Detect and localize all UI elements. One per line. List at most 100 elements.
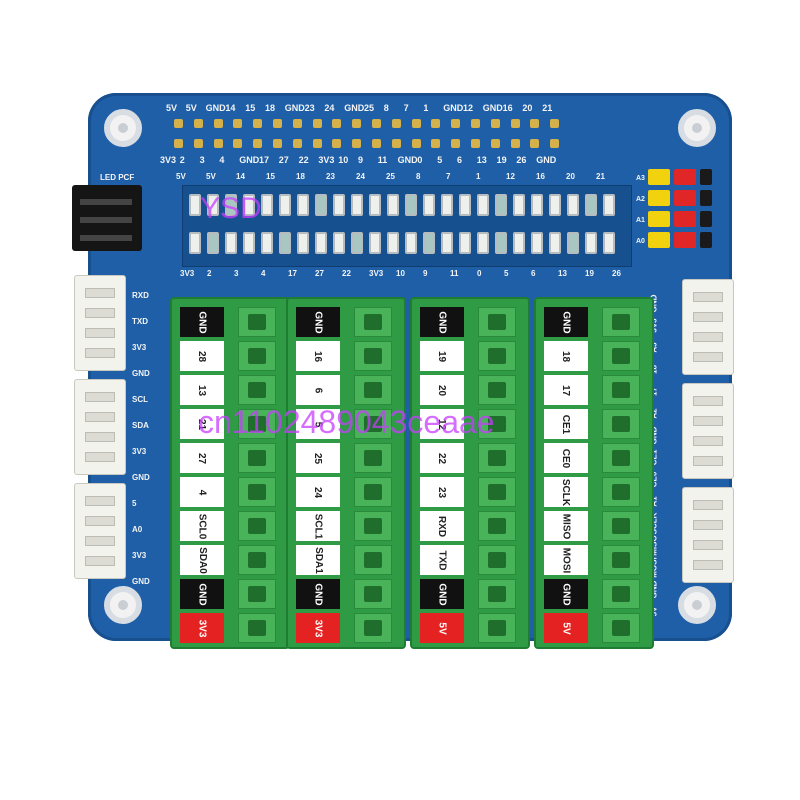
led-bottom-label: 17: [288, 269, 297, 278]
terminal-label-text: 18: [560, 350, 572, 362]
gpio-bottom-label: 5: [437, 155, 443, 165]
right-header-label: A2: [636, 196, 645, 203]
led-top-label: 21: [596, 172, 605, 181]
terminal-label: GND: [420, 579, 464, 609]
terminal-label-text: RXD: [436, 515, 448, 537]
terminal-label-text: GND: [312, 310, 324, 334]
gpio-top-label: 18: [265, 103, 276, 113]
led-top-label: 8: [416, 172, 421, 181]
led: [423, 194, 435, 216]
gpio-pin: [550, 119, 560, 128]
led: [477, 194, 489, 216]
terminal-label-text: 19: [436, 350, 448, 362]
gpio-top-label: 12: [463, 103, 474, 113]
jst-connector-analog: [74, 483, 126, 579]
gpio-bottom-label: 6: [457, 155, 463, 165]
terminal-screw: [354, 477, 392, 507]
gpio-bottom-label: 3V3: [160, 155, 177, 165]
terminal-label-text: TXD: [436, 550, 448, 570]
gpio-pin: [391, 119, 401, 128]
terminal-label: 24: [296, 477, 340, 507]
led: [513, 194, 525, 216]
terminal-screw: [478, 579, 516, 609]
gpio-pin: [233, 139, 243, 148]
terminal-label-text: 16: [312, 350, 324, 362]
terminal-screw: [602, 375, 640, 405]
terminal-label: GND: [544, 579, 588, 609]
terminal-screw: [478, 375, 516, 405]
terminal-label-text: MOSI: [560, 547, 572, 573]
terminal-screw: [478, 545, 516, 575]
side-label: SDA: [132, 421, 149, 430]
led: [225, 194, 237, 216]
terminal-screw: [478, 613, 516, 643]
led: [549, 232, 561, 254]
side-label: TXD: [132, 317, 148, 326]
led-row-bottom: [189, 232, 621, 254]
terminal-label: SCL1: [296, 511, 340, 541]
gpio-top-label: 14: [225, 103, 236, 113]
terminal-screw: [238, 545, 276, 575]
terminal-label-text: 23: [436, 486, 448, 498]
gpio-bottom-label: 17: [259, 155, 270, 165]
led: [189, 232, 201, 254]
terminal-label-text: GND: [560, 582, 572, 606]
gpio-bottom-label: 22: [298, 155, 309, 165]
terminal-screw: [238, 511, 276, 541]
led: [531, 194, 543, 216]
led-pcf-jumper: [72, 185, 142, 251]
terminal-screw: [354, 545, 392, 575]
terminal-label-text: 28: [196, 350, 208, 362]
led: [279, 194, 291, 216]
terminal-label: GND: [296, 307, 340, 337]
terminal-label-text: 3V3: [196, 619, 208, 637]
led-top-label: 18: [296, 172, 305, 181]
terminal-label-text: 3V3: [312, 619, 324, 637]
terminal-screw: [238, 409, 276, 439]
jst-connector-uart: [74, 275, 126, 371]
gpio-bottom-label: 11: [377, 155, 388, 165]
gpio-top-label: 21: [542, 103, 553, 113]
led: [585, 232, 597, 254]
terminal-screw: [238, 613, 276, 643]
gpio-top-label: 7: [403, 103, 409, 113]
gpio-bottom-label: 10: [338, 155, 349, 165]
terminal-label: 25: [296, 443, 340, 473]
terminal-screw: [602, 477, 640, 507]
gpio-pin: [272, 139, 282, 148]
gpio-pin: [431, 119, 441, 128]
led-bottom-label: 4: [261, 269, 266, 278]
led: [333, 194, 345, 216]
terminal-label-text: 4: [196, 489, 208, 495]
jst-connector-i2c: [74, 379, 126, 475]
gpio-pin: [213, 119, 223, 128]
led: [297, 232, 309, 254]
analog-header-yellow: [648, 169, 670, 253]
jst-connector-right-3: [682, 487, 734, 583]
terminal-label: SCLK: [544, 477, 588, 507]
led-bottom-label: 6: [531, 269, 536, 278]
led: [423, 232, 435, 254]
gpio-pin: [174, 139, 183, 148]
terminal-label-text: 17: [560, 384, 572, 396]
side-label: A0: [132, 525, 143, 534]
mounting-hole-top-left: [104, 109, 142, 147]
terminal-screw: [478, 477, 516, 507]
terminal-screw: [478, 341, 516, 371]
led: [567, 194, 579, 216]
led-row-top: [189, 194, 621, 216]
gpio-top-label: 15: [245, 103, 256, 113]
led: [441, 232, 453, 254]
led-bottom-label: 10: [396, 269, 405, 278]
terminal-label-text: 24: [312, 486, 324, 498]
side-label: 5: [132, 499, 137, 508]
led: [387, 232, 399, 254]
side-label: GND: [132, 473, 150, 482]
terminal-label-text: MISO: [560, 513, 572, 539]
gpio-bottom-label: 19: [496, 155, 507, 165]
gpio-pin: [550, 139, 560, 148]
terminal-label-text: CE0: [560, 448, 572, 468]
mounting-hole-bottom-right: [678, 586, 716, 624]
gpio-pin: [272, 119, 282, 128]
